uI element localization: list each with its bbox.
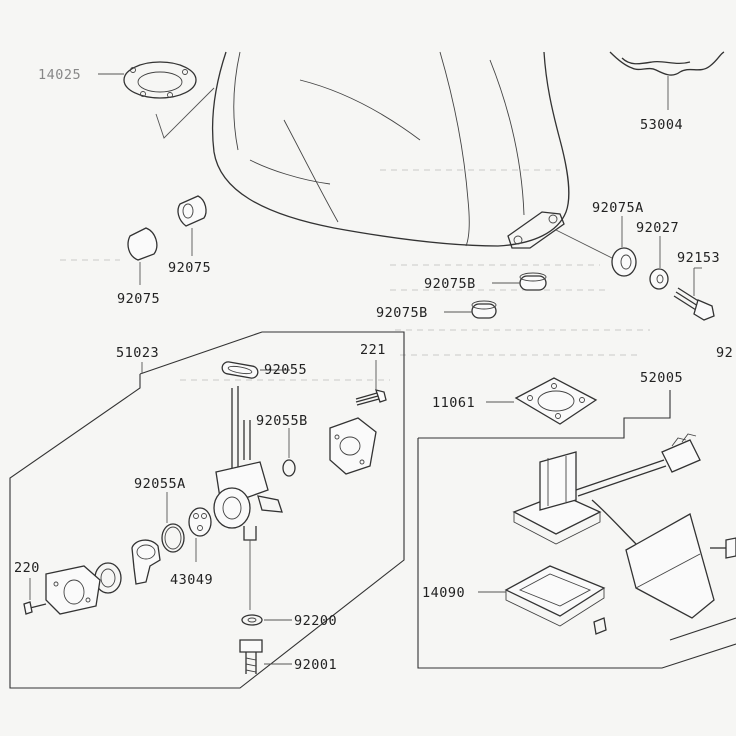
label-92153: 92153 <box>677 250 720 266</box>
part-43049-gasket <box>188 507 212 562</box>
part-220-screw <box>23 578 47 615</box>
part-221-screw <box>355 360 387 406</box>
label-53004: 53004 <box>640 117 683 133</box>
part-92153-bolt <box>673 267 715 321</box>
part-92001-bolt <box>239 639 292 674</box>
part-92075a-grommet <box>555 216 637 277</box>
part-sender-bolt <box>710 537 736 559</box>
label-92075-upper: 92075 <box>168 260 211 276</box>
label-92075-lower: 92075 <box>117 291 160 307</box>
part-92075b-spacer-upper <box>492 272 547 291</box>
part-14025 <box>98 61 215 139</box>
label-221: 221 <box>360 342 386 358</box>
part-14090-cover <box>478 565 607 635</box>
label-92001: 92001 <box>294 657 337 673</box>
part-valve-front-plate <box>45 565 101 615</box>
label-92055a: 92055A <box>134 476 186 492</box>
fuel-tank <box>212 51 570 249</box>
background-faint-markings <box>60 169 650 381</box>
label-92-edge: 92 <box>716 345 733 361</box>
part-92075-grommet-upper <box>177 195 207 256</box>
part-fuel-valve-body <box>213 386 283 610</box>
label-52005: 52005 <box>640 370 683 386</box>
label-92075a: 92075A <box>592 200 644 216</box>
part-53004 <box>609 51 725 110</box>
part-fuel-level-sender <box>512 433 715 619</box>
part-92055-gasket <box>221 361 290 379</box>
label-14090: 14090 <box>422 585 465 601</box>
label-220: 220 <box>14 560 40 576</box>
label-11061: 11061 <box>432 395 475 411</box>
part-92075-grommet-lower <box>127 227 158 285</box>
part-92055b-oring <box>282 428 296 477</box>
label-43049: 43049 <box>170 572 213 588</box>
fuel-sender-group-frame <box>417 390 736 669</box>
label-92055: 92055 <box>264 362 307 378</box>
part-92200-washer <box>241 614 292 626</box>
label-14025: 14025 <box>38 67 81 83</box>
fuel-valve-group-frame <box>9 331 405 689</box>
label-92027: 92027 <box>636 220 679 236</box>
label-92055b: 92055B <box>256 413 308 429</box>
part-valve-cover-plate <box>329 417 377 475</box>
part-11061-gasket <box>486 377 598 425</box>
part-valve-lever <box>131 539 161 585</box>
label-92200: 92200 <box>294 613 337 629</box>
label-92075b-upper: 92075B <box>424 276 476 292</box>
part-92075b-spacer-lower <box>444 300 497 319</box>
part-92055a-oring <box>161 492 185 553</box>
label-92075b-lower: 92075B <box>376 305 428 321</box>
label-51023: 51023 <box>116 345 159 361</box>
part-92027-washer <box>649 236 669 290</box>
